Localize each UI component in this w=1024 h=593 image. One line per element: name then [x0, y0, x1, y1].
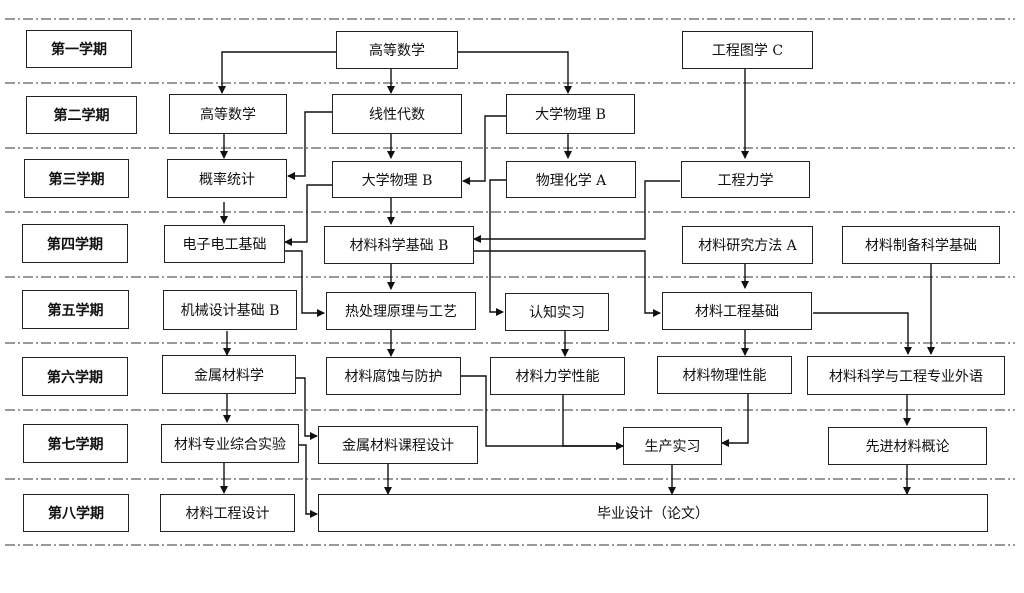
course-cognitive-internship: 认知实习 — [505, 293, 609, 331]
course-advanced-math-2: 高等数学 — [169, 94, 287, 134]
semester-separators — [5, 18, 1015, 546]
course-professional-english: 材料科学与工程专业外语 — [807, 356, 1005, 395]
semester-5-label: 第五学期 — [22, 290, 129, 329]
course-electronics-basics: 电子电工基础 — [164, 225, 285, 263]
course-probability-statistics: 概率统计 — [167, 159, 287, 198]
course-mechanical-properties: 材料力学性能 — [490, 357, 625, 395]
course-mechanical-design-b: 机械设计基础 B — [163, 290, 297, 330]
course-materials-engineering-basics: 材料工程基础 — [662, 292, 812, 330]
course-physical-chemistry-a: 物理化学 A — [506, 161, 636, 198]
course-engineering-mechanics: 工程力学 — [681, 161, 810, 198]
course-college-physics-b-2: 大学物理 B — [332, 161, 462, 198]
semester-8-label: 第八学期 — [23, 494, 129, 532]
course-metallic-materials-project: 金属材料课程设计 — [318, 426, 478, 464]
course-materials-research-methods-a: 材料研究方法 A — [682, 226, 813, 264]
course-engineering-graphics-c: 工程图学 C — [682, 31, 813, 69]
course-college-physics-b-1: 大学物理 B — [506, 94, 635, 134]
semester-2-label: 第二学期 — [26, 96, 137, 134]
semester-3-label: 第三学期 — [24, 159, 129, 198]
course-materials-engineering-design: 材料工程设计 — [160, 494, 295, 532]
course-materials-preparation-science: 材料制备科学基础 — [842, 226, 1000, 264]
course-advanced-math-1: 高等数学 — [336, 31, 458, 69]
course-graduation-thesis: 毕业设计（论文） — [318, 494, 988, 532]
course-heat-treatment: 热处理原理与工艺 — [326, 292, 476, 330]
prerequisite-arrows — [218, 51, 935, 518]
course-corrosion-protection: 材料腐蚀与防护 — [326, 357, 461, 395]
semester-4-label: 第四学期 — [22, 224, 128, 263]
course-materials-science-b: 材料科学基础 B — [324, 226, 474, 264]
semester-6-label: 第六学期 — [22, 357, 128, 396]
course-physical-properties: 材料物理性能 — [657, 356, 792, 394]
semester-7-label: 第七学期 — [23, 424, 128, 463]
course-comprehensive-experiment: 材料专业综合实验 — [161, 424, 299, 463]
course-metallic-materials: 金属材料学 — [162, 355, 296, 394]
course-advanced-materials-intro: 先进材料概论 — [828, 427, 987, 465]
course-linear-algebra: 线性代数 — [332, 94, 462, 134]
semester-1-label: 第一学期 — [26, 30, 132, 68]
course-production-internship: 生产实习 — [623, 427, 722, 465]
